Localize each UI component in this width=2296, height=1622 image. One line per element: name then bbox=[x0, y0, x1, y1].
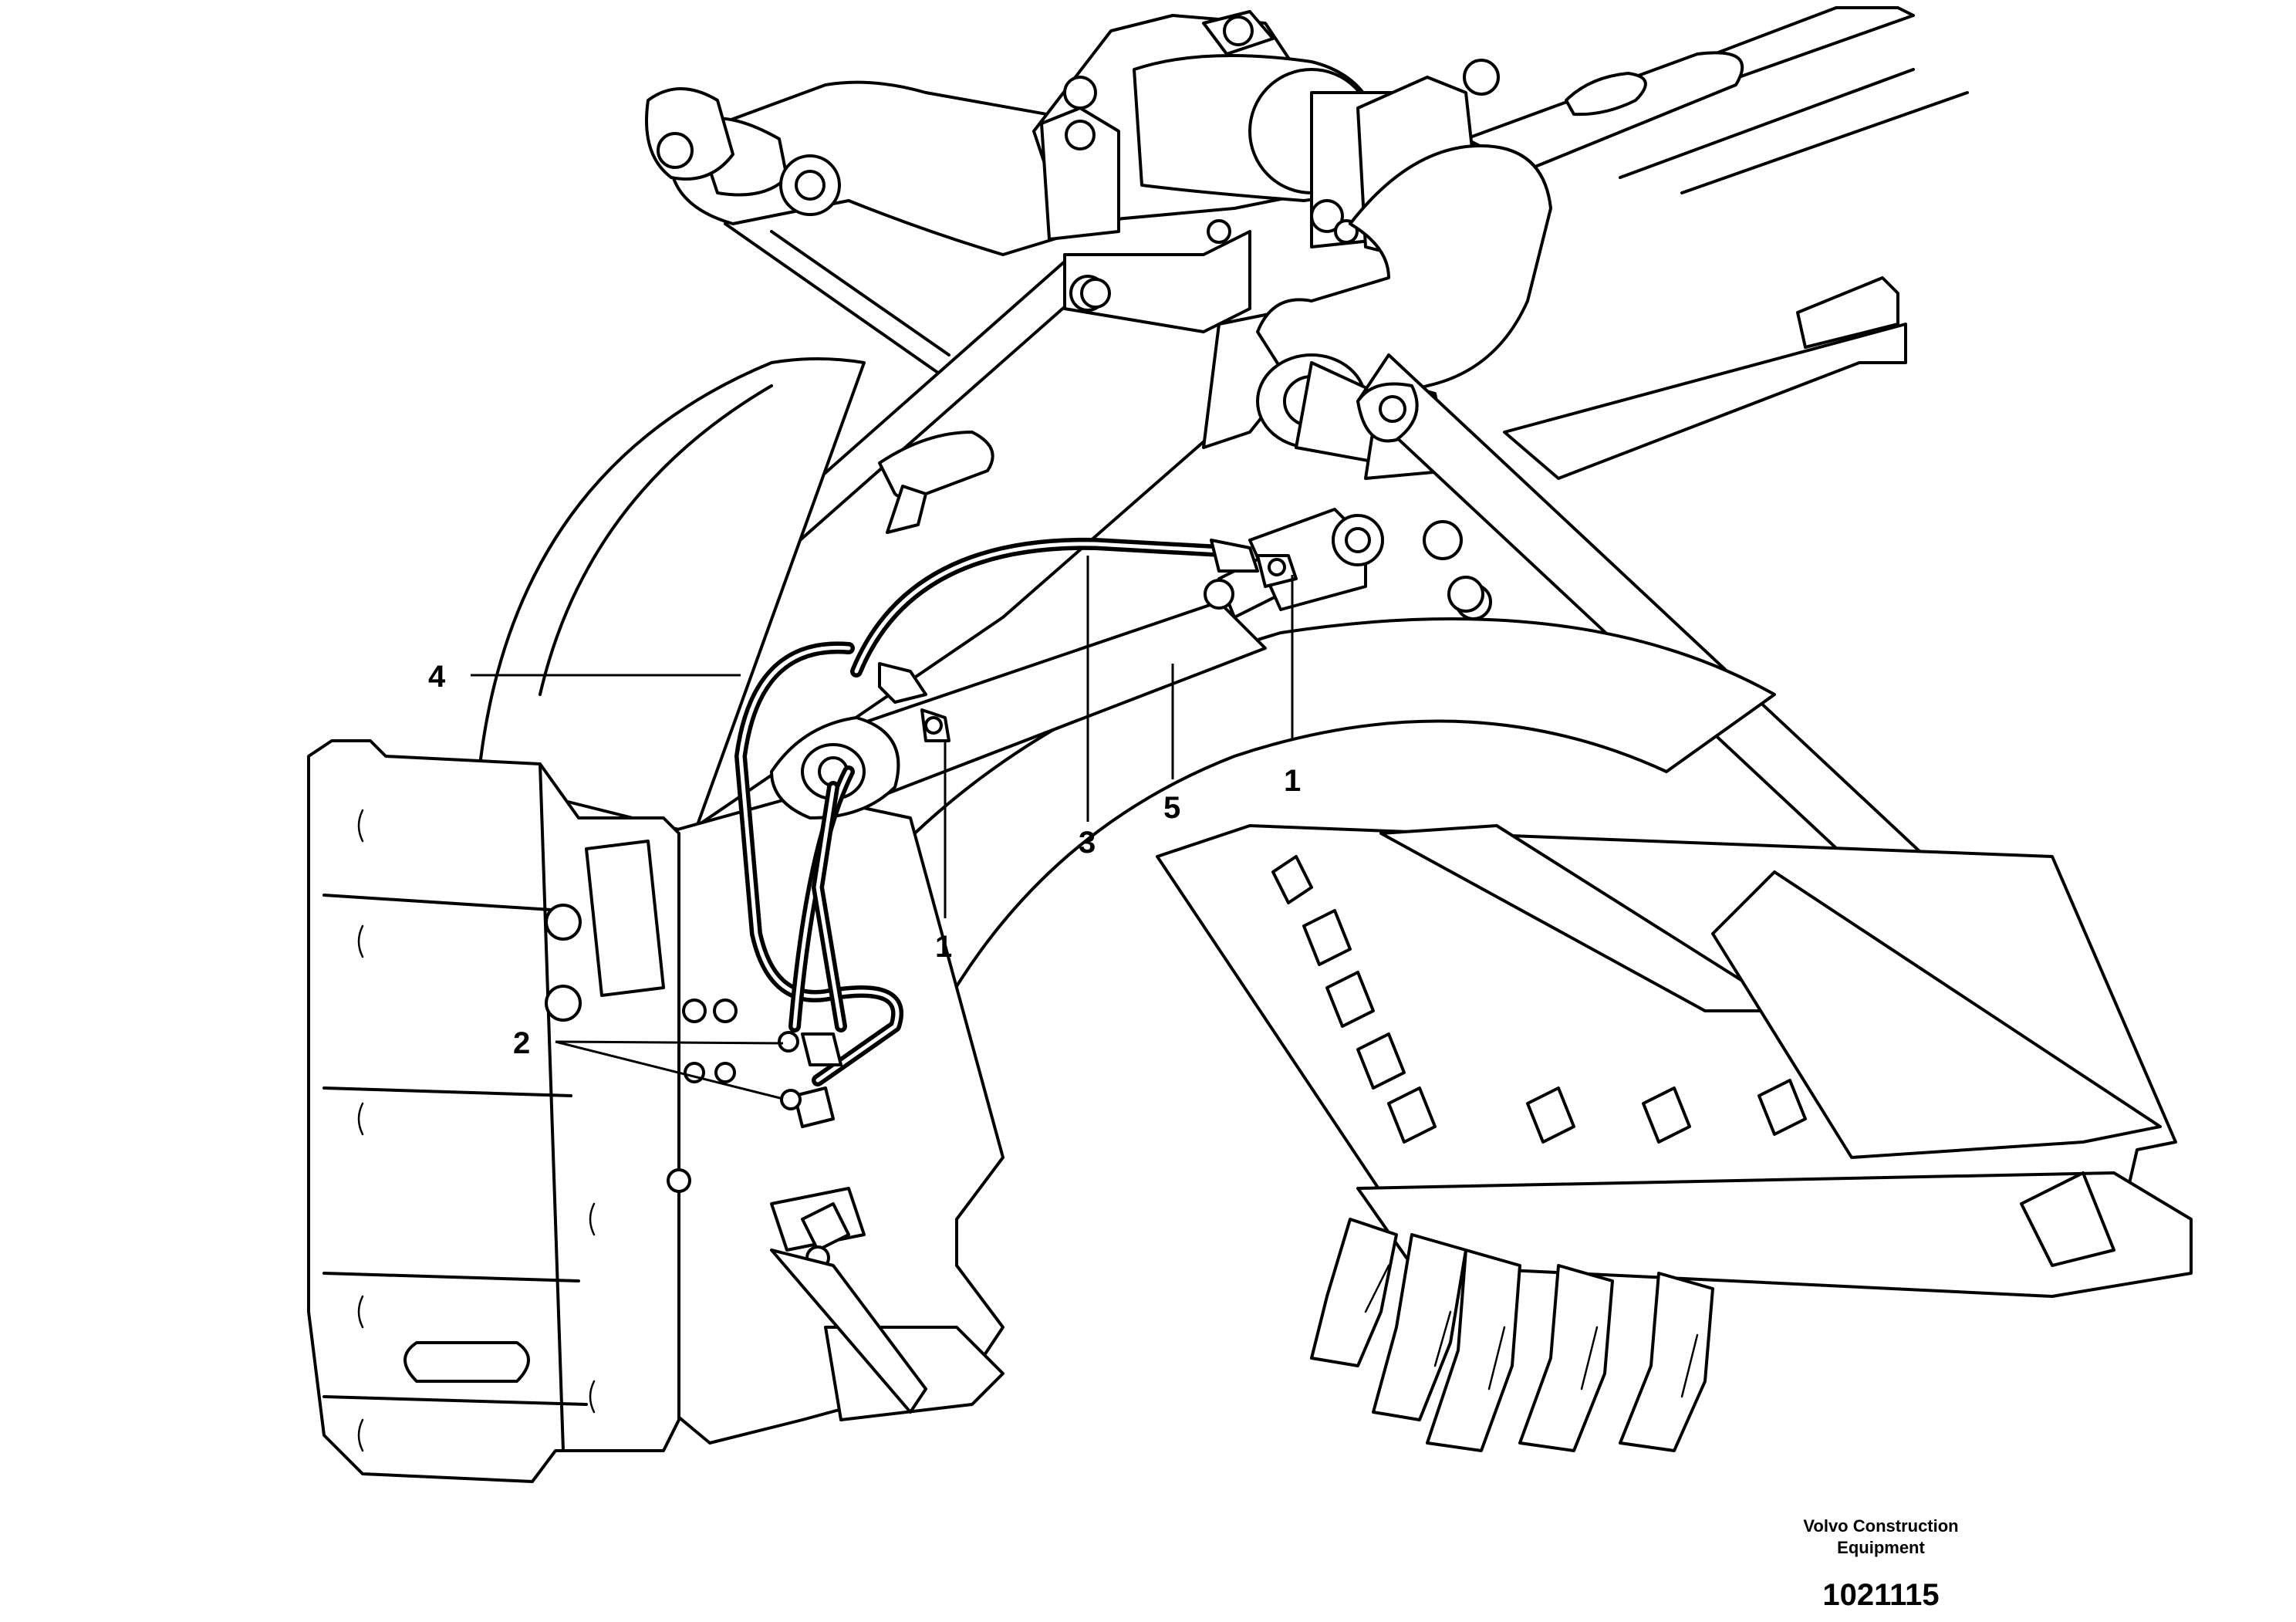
callout-1-right: 1 bbox=[1284, 764, 1301, 798]
hydraulic-hoses bbox=[734, 537, 1241, 1086]
credit-block: Volvo Construction Equipment 1021115 bbox=[1803, 1516, 1958, 1612]
bolts bbox=[667, 219, 1484, 1193]
callout-5: 5 bbox=[1163, 791, 1180, 825]
ripper-teeth bbox=[1310, 1218, 1714, 1452]
ripper-beam bbox=[1156, 824, 2193, 1298]
machine-frame bbox=[1387, 6, 1969, 480]
reference-number: 1021115 bbox=[1822, 1578, 1939, 1612]
leader-lines bbox=[471, 556, 1294, 1100]
callout-3: 3 bbox=[1079, 826, 1096, 860]
counterweight bbox=[307, 739, 680, 1483]
callout-2: 2 bbox=[513, 1026, 530, 1060]
callouts: 4 3 5 1 1 2 bbox=[428, 660, 1301, 1060]
ripper-arch bbox=[477, 357, 866, 835]
callout-4: 4 bbox=[428, 660, 446, 694]
credit-line-1: Volvo Construction bbox=[1803, 1516, 1958, 1536]
callout-1-left: 1 bbox=[935, 930, 952, 964]
hose-fittings bbox=[778, 539, 1298, 1128]
credit-line-2: Equipment bbox=[1837, 1538, 1925, 1557]
